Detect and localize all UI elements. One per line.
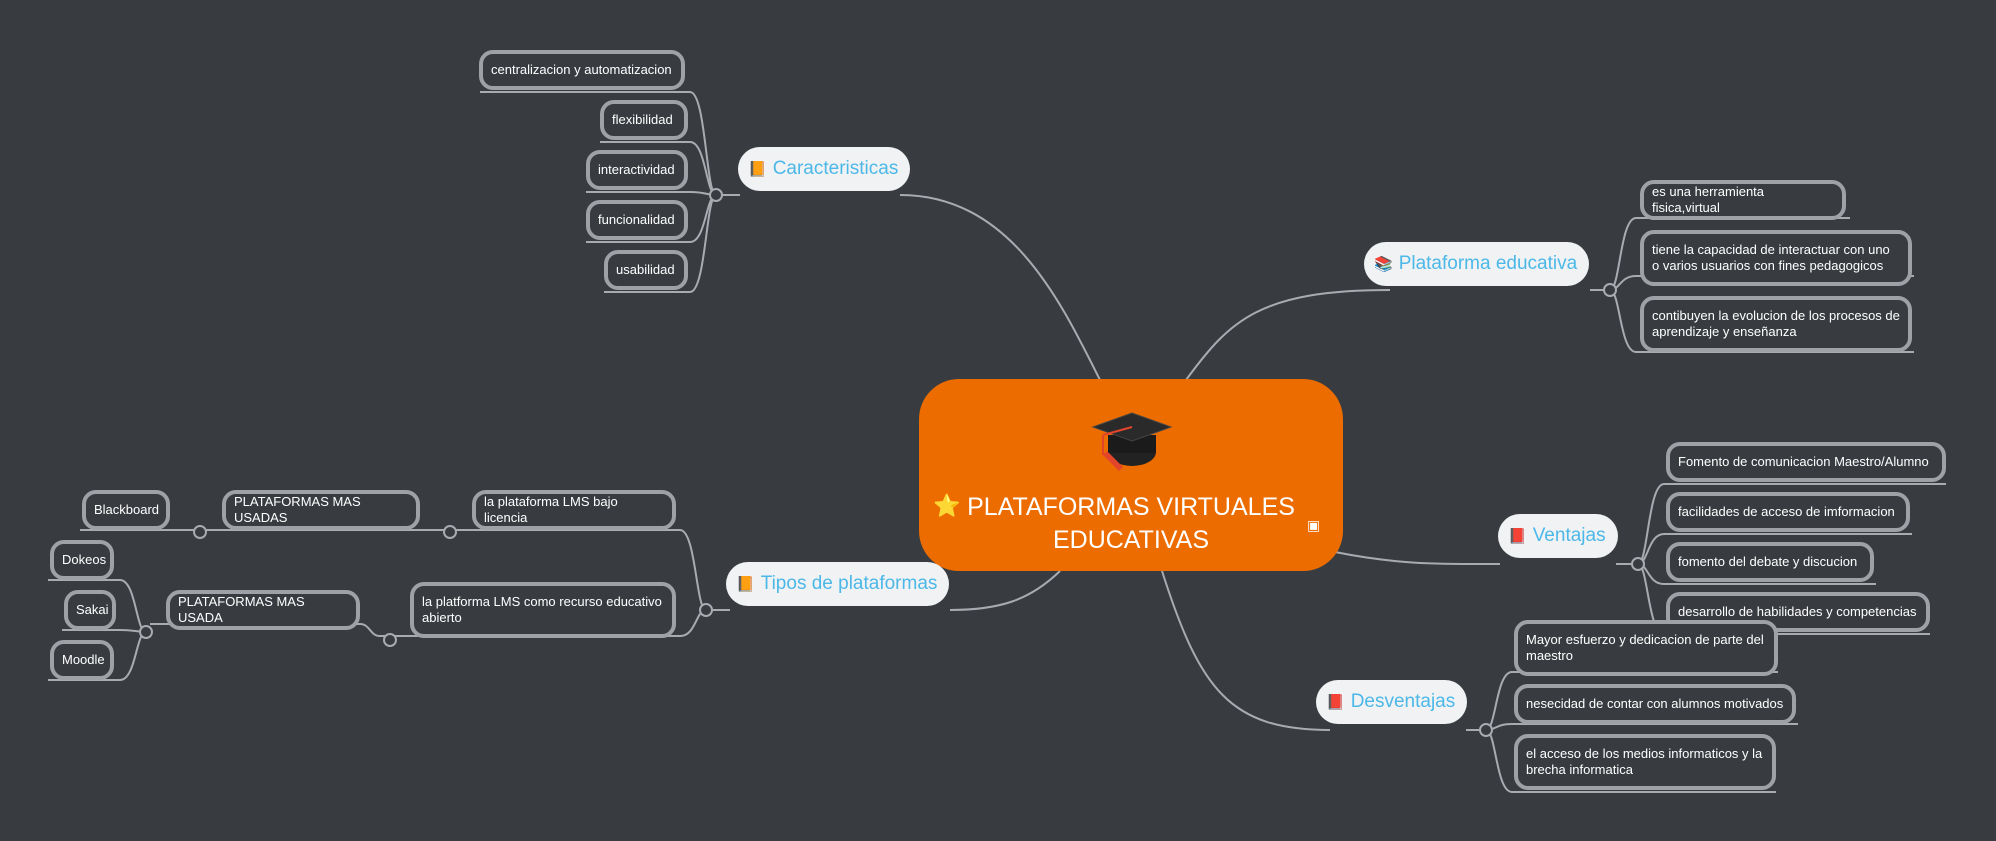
leaf-dokeos[interactable]: Dokeos (50, 540, 114, 580)
licencia-collapse-handle (443, 525, 457, 539)
leaf-label: PLATAFORMAS MAS USADAS (234, 494, 361, 525)
leaf-sakai[interactable]: Sakai (64, 590, 116, 630)
abierto-sub-collapse-handle (139, 625, 153, 639)
leaf-ventajas-2[interactable]: fomento del debate y discucion (1666, 542, 1874, 582)
leaf-ventajas-0[interactable]: Fomento de comunicacion Maestro/Alumno (1666, 442, 1946, 482)
books-icon: 📚 (1374, 256, 1393, 273)
leaf-label: Mayor esfuerzo y dedicacion de parte del… (1526, 632, 1764, 663)
red-book-icon: 📕 (1508, 528, 1527, 545)
tipos-collapse-handle (699, 603, 713, 617)
topic-tipos-de-plataformas[interactable]: 📙 Tipos de plataformas (726, 562, 950, 606)
leaf-label: Moodle (62, 652, 105, 667)
leaf-desventajas-2[interactable]: el acceso de los medios informaticos y l… (1514, 734, 1776, 790)
leaf-label: funcionalidad (598, 212, 675, 227)
leaf-label: Sakai (76, 602, 109, 617)
topic-tipos-label: Tipos de plataformas (760, 573, 938, 594)
central-topic[interactable]: ⭐ PLATAFORMAS VIRTUALES EDUCATIVAS ▣ (919, 379, 1343, 571)
abierto-collapse-handle (383, 633, 397, 647)
desventajas-collapse-handle (1479, 723, 1493, 737)
leaf-label: Blackboard (94, 502, 160, 517)
leaf-caracteristicas-3[interactable]: funcionalidad (586, 200, 688, 240)
leaf-label: el acceso de los medios informaticos y l… (1526, 746, 1763, 777)
topic-desventajas[interactable]: 📕 Desventajas (1316, 680, 1468, 724)
leaf-label: Dokeos (62, 552, 107, 567)
leaf-label: la platforma LMS como recurso educativo … (422, 594, 662, 625)
leaf-blackboard[interactable]: Blackboard (82, 490, 170, 530)
central-title: ⭐ PLATAFORMAS VIRTUALES EDUCATIVAS (919, 491, 1343, 557)
leaf-label: flexibilidad (612, 112, 673, 127)
ventajas-collapse-handle (1631, 557, 1645, 571)
leaf-lms-recurso-abierto[interactable]: la platforma LMS como recurso educativo … (410, 582, 676, 638)
link-ventajas (1334, 551, 1501, 566)
link-tipos (949, 570, 1061, 611)
graduation-cap-icon (1091, 412, 1173, 471)
leaf-label: Fomento de comunicacion Maestro/Alumno (1678, 454, 1929, 469)
leaf-desventajas-1[interactable]: nesecidad de contar con alumnos motivado… (1514, 684, 1796, 724)
leaf-caracteristicas-4[interactable]: usabilidad (604, 250, 688, 290)
leaf-plataformas-mas-usadas[interactable]: PLATAFORMAS MAS USADAS (222, 490, 420, 530)
leaf-label: tiene la capacidad de interactuar con un… (1652, 242, 1890, 273)
topic-plataforma-label: Plataforma educativa (1398, 253, 1578, 274)
leaf-label: facilidades de acceso de imformacion (1678, 504, 1895, 519)
leaf-plataforma-1[interactable]: tiene la capacidad de interactuar con un… (1640, 230, 1912, 286)
leaf-caracteristicas-2[interactable]: interactividad (586, 150, 688, 190)
leaf-label: fomento del debate y discucion (1678, 554, 1858, 569)
caracteristicas-collapse-handle (709, 188, 723, 202)
leaf-moodle[interactable]: Moodle (50, 640, 114, 680)
link-caracteristicas (899, 194, 1101, 381)
topic-caracteristicas[interactable]: 📙 Caracteristicas (738, 147, 911, 191)
image-icon[interactable]: ▣ (1307, 517, 1321, 533)
leaf-label: contibuyen la evolucion de los procesos … (1652, 308, 1900, 339)
leaf-label: es una herramienta fisica,virtual (1652, 184, 1765, 215)
plataforma-collapse-handle (1603, 283, 1617, 297)
leaf-label: la plataforma LMS bajo licencia (484, 494, 618, 525)
orange-book-icon: 📙 (748, 161, 767, 178)
central-title-text: PLATAFORMAS VIRTUALES EDUCATIVAS (967, 493, 1295, 554)
leaf-desventajas-0[interactable]: Mayor esfuerzo y dedicacion de parte del… (1514, 620, 1778, 676)
leaf-label: PLATAFORMAS MAS USADA (178, 594, 305, 625)
leaf-lms-bajo-licencia[interactable]: la plataforma LMS bajo licencia (472, 490, 676, 530)
topic-caracteristicas-label: Caracteristicas (772, 158, 899, 179)
leaf-plataforma-0[interactable]: es una herramienta fisica,virtual (1640, 180, 1846, 220)
star-icon: ⭐ (933, 493, 961, 518)
leaf-plataforma-2[interactable]: contibuyen la evolucion de los procesos … (1640, 296, 1912, 352)
red-book-icon: 📕 (1326, 694, 1345, 711)
leaf-label: interactividad (598, 162, 675, 177)
leaf-plataformas-mas-usada[interactable]: PLATAFORMAS MAS USADA (166, 590, 360, 630)
leaf-caracteristicas-0[interactable]: centralizacion y automatizacion (479, 50, 685, 90)
link-plataforma (1185, 289, 1391, 381)
leaf-label: nesecidad de contar con alumnos motivado… (1526, 696, 1784, 711)
leaf-label: desarrollo de habilidades y competencias (1678, 604, 1917, 619)
topic-desventajas-label: Desventajas (1350, 691, 1456, 712)
licencia-sub-collapse-handle (193, 525, 207, 539)
link-desventajas (1161, 570, 1331, 731)
leaf-ventajas-1[interactable]: facilidades de acceso de imformacion (1666, 492, 1910, 532)
orange-book-icon: 📙 (736, 576, 755, 593)
leaf-caracteristicas-1[interactable]: flexibilidad (600, 100, 688, 140)
leaf-label: usabilidad (616, 262, 675, 277)
topic-plataforma-educativa[interactable]: 📚 Plataforma educativa (1364, 242, 1590, 286)
topic-ventajas[interactable]: 📕 Ventajas (1498, 514, 1618, 558)
topic-ventajas-label: Ventajas (1532, 525, 1606, 546)
leaf-label: centralizacion y automatizacion (491, 62, 672, 77)
